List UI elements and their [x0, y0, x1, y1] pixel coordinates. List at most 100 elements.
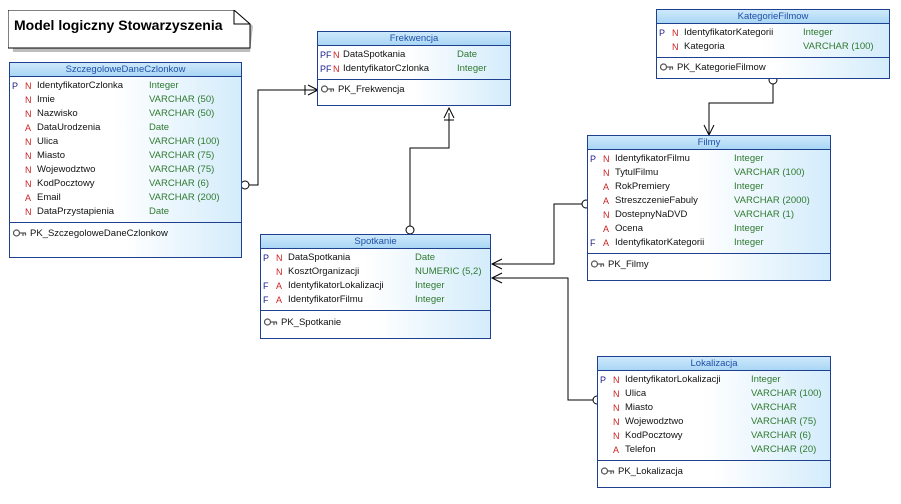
key-marker: F — [263, 295, 269, 305]
index-name: PK_Spotkanie — [281, 317, 342, 328]
column-name: Telefon — [625, 444, 656, 455]
key-marker: P — [590, 154, 597, 164]
null-flag: N — [672, 28, 679, 38]
null-flag: N — [603, 210, 610, 220]
column-name: Wojewodztwo — [625, 416, 684, 427]
column-type: Integer — [734, 153, 764, 164]
entity-index: PK_KategorieFilmow — [657, 58, 889, 78]
null-flag: A — [613, 445, 620, 455]
column-type: Integer — [734, 223, 764, 234]
entity-index: PK_Filmy — [588, 254, 830, 280]
key-marker: P — [659, 28, 666, 38]
key-icon — [660, 63, 674, 72]
null-flag: N — [25, 179, 32, 189]
column-type: Date — [457, 49, 478, 60]
entity-index: PK_Frekwencja — [318, 80, 510, 105]
column-name: Imie — [37, 94, 55, 105]
column-type: Integer — [751, 374, 781, 385]
column-type: VARCHAR (6) — [751, 430, 811, 441]
column-type: VARCHAR (50) — [149, 108, 215, 119]
rel-lokalizacja-spotkanie — [492, 277, 596, 401]
null-flag: N — [603, 168, 610, 178]
column-type: Integer — [734, 237, 764, 248]
null-flag: A — [603, 224, 610, 234]
column-type: Date — [149, 122, 170, 133]
null-flag: N — [613, 375, 620, 385]
key-marker: P — [600, 375, 607, 385]
entity-index: PK_Spotkanie — [261, 311, 490, 338]
entity-header: Lokalizacja — [598, 357, 830, 371]
column-name: IdentyfikatorLokalizacji — [625, 374, 721, 385]
null-flag: A — [276, 281, 283, 291]
null-flag: A — [276, 295, 283, 305]
column-name: IdentyfikatorCzlonka — [37, 80, 124, 91]
null-flag: A — [603, 182, 610, 192]
key-marker: F — [590, 238, 596, 248]
column-type: Integer — [803, 27, 833, 38]
key-icon — [591, 260, 605, 269]
rel-filmy-spotkanie — [492, 203, 585, 265]
column-name: TytulFilmu — [615, 167, 659, 178]
column-type: Date — [415, 252, 436, 263]
column-name: Ulica — [37, 136, 59, 147]
column-name: DataSpotkania — [288, 252, 351, 263]
key-icon — [264, 318, 278, 327]
column-type: VARCHAR (50) — [149, 94, 215, 105]
null-flag: N — [25, 207, 32, 217]
column-name: KosztOrganizacji — [288, 266, 360, 277]
key-marker: P — [263, 253, 270, 263]
null-flag: A — [603, 238, 610, 248]
column-type: Integer — [415, 294, 445, 305]
column-name: Nazwisko — [37, 108, 78, 119]
column-type: Integer — [457, 63, 487, 74]
null-flag: A — [25, 123, 32, 133]
entity-index: PK_Lokalizacja — [598, 461, 830, 487]
null-flag: N — [613, 431, 620, 441]
entity-header: Filmy — [588, 136, 830, 150]
column-type: VARCHAR (100) — [734, 167, 805, 178]
null-flag: N — [25, 81, 32, 91]
entity-header: Spotkanie — [261, 235, 490, 249]
column-type: VARCHAR — [751, 402, 797, 413]
null-flag: N — [672, 42, 679, 52]
column-name: IdentyfikatorFilmu — [615, 153, 690, 164]
column-name: Miasto — [37, 150, 65, 161]
column-type: Integer — [415, 280, 445, 291]
null-flag: N — [25, 165, 32, 175]
index-name: PK_Filmy — [608, 259, 649, 270]
null-flag: N — [276, 267, 283, 277]
null-flag: N — [333, 64, 340, 74]
column-type: VARCHAR (1) — [734, 209, 794, 220]
null-flag: N — [613, 403, 620, 413]
null-flag: A — [25, 193, 32, 203]
